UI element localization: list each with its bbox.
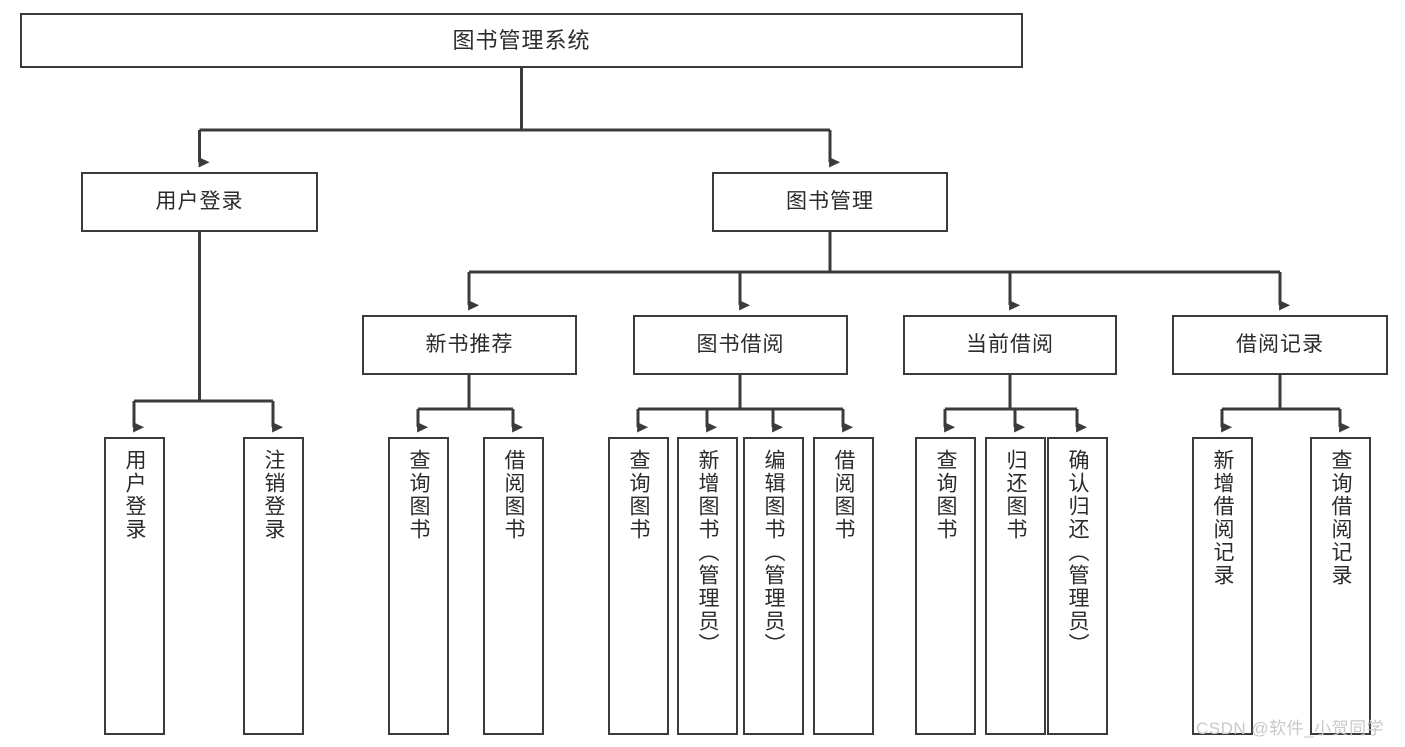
- node-book-management[interactable]: 图书管理: [712, 172, 948, 232]
- leaf-query-book-recommend-label: 查询图书: [407, 449, 430, 541]
- node-current-borrow[interactable]: 当前借阅: [903, 315, 1117, 375]
- node-root-label: 图书管理系统: [452, 27, 591, 53]
- leaf-edit-book-admin[interactable]: 编辑图书（管理员）: [743, 437, 804, 735]
- leaf-add-borrow-record[interactable]: 新增借阅记录: [1192, 437, 1253, 735]
- node-new-book-recommend-label: 新书推荐: [425, 332, 514, 356]
- leaf-user-login[interactable]: 用户登录: [104, 437, 165, 735]
- node-user-login-label: 用户登录: [155, 189, 244, 213]
- leaf-user-login-label: 用户登录: [123, 449, 146, 541]
- node-borrow-record[interactable]: 借阅记录: [1172, 315, 1388, 375]
- leaf-query-book-current[interactable]: 查询图书: [915, 437, 976, 735]
- leaf-confirm-return-admin[interactable]: 确认归还（管理员）: [1047, 437, 1108, 735]
- node-new-book-recommend[interactable]: 新书推荐: [362, 315, 577, 375]
- leaf-logout-label: 注销登录: [262, 449, 285, 541]
- leaf-return-book-label: 归还图书: [1004, 449, 1027, 541]
- node-user-login[interactable]: 用户登录: [81, 172, 318, 232]
- leaf-query-book-borrow[interactable]: 查询图书: [608, 437, 669, 735]
- node-book-management-label: 图书管理: [786, 189, 874, 213]
- node-book-borrow-label: 图书借阅: [696, 332, 785, 356]
- leaf-borrow-book-recommend-label: 借阅图书: [502, 449, 525, 541]
- leaf-borrow-book-label: 借阅图书: [832, 449, 855, 541]
- leaf-confirm-return-admin-label: 确认归还（管理员）: [1066, 449, 1089, 656]
- node-current-borrow-label: 当前借阅: [966, 332, 1054, 356]
- csdn-watermark: CSDN @软件_小贺同学: [1196, 719, 1385, 738]
- leaf-borrow-book-recommend[interactable]: 借阅图书: [483, 437, 544, 735]
- leaf-return-book[interactable]: 归还图书: [985, 437, 1046, 735]
- node-root[interactable]: 图书管理系统: [20, 13, 1023, 68]
- leaf-query-book-borrow-label: 查询图书: [627, 449, 650, 541]
- leaf-add-borrow-record-label: 新增借阅记录: [1211, 449, 1234, 587]
- node-book-borrow[interactable]: 图书借阅: [633, 315, 848, 375]
- leaf-query-borrow-record[interactable]: 查询借阅记录: [1310, 437, 1371, 735]
- leaf-edit-book-admin-label: 编辑图书（管理员）: [762, 449, 785, 656]
- leaf-borrow-book[interactable]: 借阅图书: [813, 437, 874, 735]
- leaf-logout[interactable]: 注销登录: [243, 437, 304, 735]
- leaf-add-book-admin-label: 新增图书（管理员）: [696, 449, 719, 656]
- leaf-add-book-admin[interactable]: 新增图书（管理员）: [677, 437, 738, 735]
- leaf-query-borrow-record-label: 查询借阅记录: [1329, 449, 1352, 587]
- leaf-query-book-recommend[interactable]: 查询图书: [388, 437, 449, 735]
- leaf-query-book-current-label: 查询图书: [934, 449, 957, 541]
- node-borrow-record-label: 借阅记录: [1236, 332, 1324, 356]
